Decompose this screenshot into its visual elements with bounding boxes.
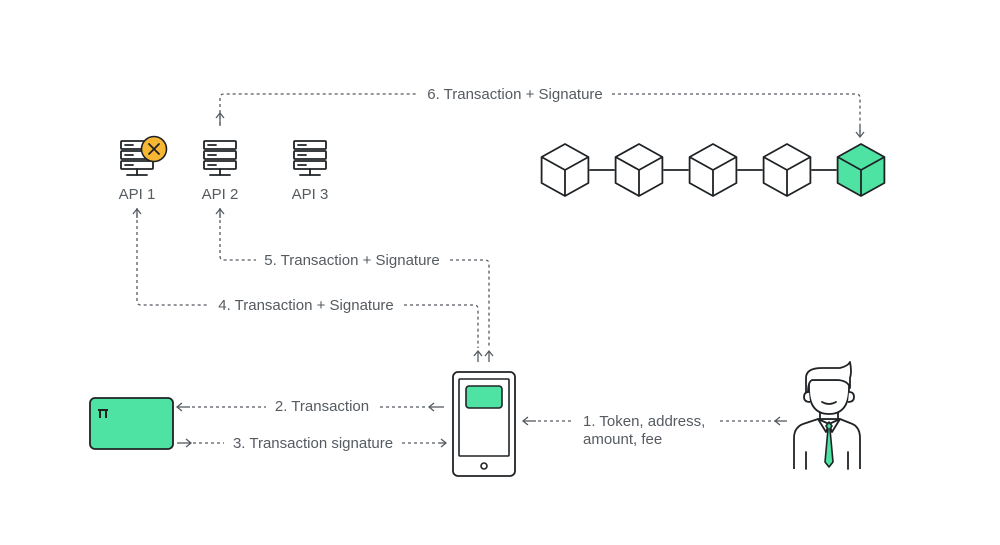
phone-icon [452, 371, 516, 477]
server-label-api2: API 2 [202, 186, 239, 203]
arrow-step6 [215, 93, 865, 139]
label-step2: 2. Transaction [275, 398, 369, 415]
cube-icon [762, 143, 812, 197]
server-icon [293, 140, 327, 176]
server-label-api3: API 3 [292, 186, 329, 203]
user-icon [793, 361, 861, 470]
label-step3: 3. Transaction signature [233, 435, 393, 452]
arrow-step2 [175, 402, 444, 412]
label-step6: 6. Transaction + Signature [427, 86, 603, 103]
server-label-api1: API 1 [119, 186, 156, 203]
cube-icon [688, 143, 738, 197]
cube-icon [540, 143, 590, 197]
arrow-step4 [132, 207, 483, 362]
label-step5: 5. Transaction + Signature [264, 252, 440, 269]
arrow-step1 [521, 416, 787, 426]
cube-icon [836, 143, 886, 197]
blockchain [540, 143, 886, 197]
arrow-step5 [215, 207, 494, 362]
server-icon [203, 140, 237, 176]
server-error-icon [120, 135, 168, 176]
label-step4: 4. Transaction + Signature [218, 297, 394, 314]
label-step1-line1: 1. Token, address, [583, 413, 705, 430]
hardware-wallet-card-icon [89, 397, 174, 450]
cube-icon [614, 143, 664, 197]
arrow-step3 [177, 438, 448, 448]
label-step1-line2: amount, fee [583, 431, 662, 448]
